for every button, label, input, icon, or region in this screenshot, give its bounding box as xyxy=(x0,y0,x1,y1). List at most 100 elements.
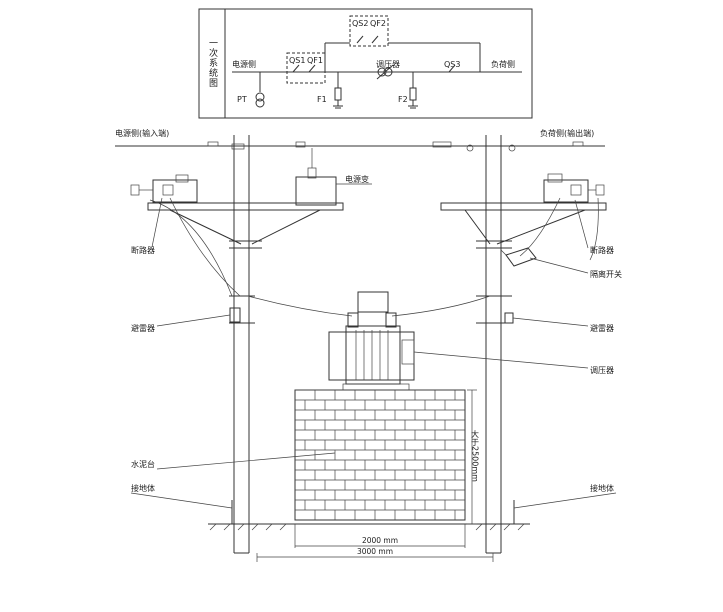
crossarms xyxy=(147,202,607,245)
qf2-switch-symbol xyxy=(371,35,379,44)
qs3-label: QS3 xyxy=(444,60,460,69)
qs1-label: QS1 xyxy=(289,56,305,65)
left-breaker-top xyxy=(175,174,189,183)
ground-right-leader xyxy=(513,492,617,509)
insulator-mid xyxy=(295,141,306,148)
left-brace-1 xyxy=(169,209,242,245)
ground-right-label: 接地体 xyxy=(590,483,614,493)
left-brace-2 xyxy=(251,209,321,245)
isolating-switch-mount xyxy=(500,249,507,256)
left-breaker xyxy=(130,174,198,203)
cement-platform-leader xyxy=(156,452,336,470)
right-brace-1 xyxy=(464,209,491,245)
source-side-input-label: 电源侧(输入端) xyxy=(115,128,169,138)
regulator-adjust-arrow xyxy=(376,64,394,80)
dimensions: 大于2500mm 2000 mm 3000 mm xyxy=(256,389,494,562)
ground-line xyxy=(208,523,530,531)
regulator-bushing-right xyxy=(385,312,397,328)
clamp-right-2 xyxy=(508,144,516,152)
schematic-frame xyxy=(198,8,533,119)
schematic-side-title: 一次系统图 xyxy=(207,38,218,88)
breaker-left-leader xyxy=(151,197,163,248)
load-side-label: 负荷侧 xyxy=(491,59,515,69)
isolating-switch xyxy=(500,247,537,267)
f1-label: F1 xyxy=(317,95,327,104)
ground-hatch-mark xyxy=(517,523,525,531)
regulator-coil-left xyxy=(377,67,387,77)
regulator-top-box xyxy=(357,291,389,313)
regulator-leader xyxy=(413,351,589,369)
source-side-label: 电源侧 xyxy=(232,59,256,69)
ground-hatch-mark xyxy=(279,523,287,531)
isolating-switch-label: 隔离开关 xyxy=(590,269,622,279)
qf1-label: QF1 xyxy=(307,56,323,65)
regulator-side-box xyxy=(401,339,415,365)
dim-inner-label: 2000 mm xyxy=(362,536,398,545)
insulator-right-top xyxy=(572,141,584,147)
cement-platform xyxy=(294,389,466,521)
left-breaker-window xyxy=(162,184,174,196)
power-transformer-tank xyxy=(295,176,337,206)
arrester-left-label: 避雷器 xyxy=(131,323,155,333)
right-arrester-body xyxy=(504,312,514,324)
qs2-label: QS2 xyxy=(352,19,368,28)
ground-hatch-mark xyxy=(223,523,231,531)
power-transformer-label: 电源变 xyxy=(345,174,369,184)
ground-hatch-mark xyxy=(489,523,497,531)
regulator-callout-label: 调压器 xyxy=(590,366,614,375)
insulator-left-top xyxy=(207,141,219,147)
qs2-qf2-box xyxy=(349,15,389,47)
ground-hatch-mark xyxy=(251,523,259,531)
regulator-label: 调压器 xyxy=(376,60,400,69)
qs3-switch-symbol xyxy=(448,64,456,73)
platform-bricks xyxy=(295,389,465,520)
crossarm-clamp-left xyxy=(231,143,245,150)
ground-hatching xyxy=(209,523,525,531)
f2-label: F2 xyxy=(398,95,408,104)
cable-right-breaker-side xyxy=(589,197,599,261)
qs1-switch-symbol xyxy=(292,64,300,73)
cable-left-arrester xyxy=(149,199,233,297)
right-pole xyxy=(476,135,515,554)
right-brace-2 xyxy=(496,209,586,245)
f2-arrester-body xyxy=(409,87,417,101)
callouts: 电源侧(输入端) 负荷侧(输出端) 电源变 断路器 断路器 隔离开关 避雷器 避… xyxy=(115,128,622,509)
left-breaker-bushing xyxy=(130,184,140,196)
regulator-core xyxy=(345,325,401,385)
left-arrester-body xyxy=(229,307,241,323)
regulator-tank xyxy=(328,331,415,381)
cable-left-breaker-down xyxy=(169,197,241,297)
qs1-qf1-box xyxy=(286,52,326,84)
ground-hatch-mark xyxy=(503,523,511,531)
power-transformer xyxy=(295,148,337,206)
ground-hatch-mark xyxy=(237,523,245,531)
primary-system-schematic: 一次系统图 QS2 QF2 QS1 QF1 电源侧 调压器 QS3 负荷侧 PT xyxy=(198,8,533,119)
height-note: 大于2500mm xyxy=(471,429,480,482)
left-pole xyxy=(229,135,262,554)
right-breaker xyxy=(543,173,605,203)
pt-coil-top xyxy=(255,92,265,102)
breaker-right-label: 断路器 xyxy=(590,245,614,255)
connecting-cables xyxy=(149,197,599,317)
arresters xyxy=(229,307,514,324)
ground-hatch-mark xyxy=(475,523,483,531)
ground-hatch-mark xyxy=(265,523,273,531)
ground-left-leader xyxy=(130,492,233,509)
f1-arrester-body xyxy=(334,87,342,101)
qf1-switch-symbol xyxy=(308,64,316,73)
load-side-output-label: 负荷侧(输出端) xyxy=(540,128,594,138)
regulator-bushing-left xyxy=(347,312,359,328)
right-crossarm xyxy=(440,202,607,211)
ground-left-label: 接地体 xyxy=(131,483,155,493)
arrester-left-leader xyxy=(156,314,231,327)
cable-left-to-regulator xyxy=(247,295,353,317)
regulator-coil-right xyxy=(383,67,393,77)
pt-label: PT xyxy=(237,95,247,104)
pt-coil-bottom xyxy=(255,98,265,108)
breaker-left-label: 断路器 xyxy=(131,245,155,255)
right-breaker-body xyxy=(543,179,589,203)
voltage-regulator xyxy=(328,291,415,391)
right-breaker-bushing xyxy=(595,184,605,196)
